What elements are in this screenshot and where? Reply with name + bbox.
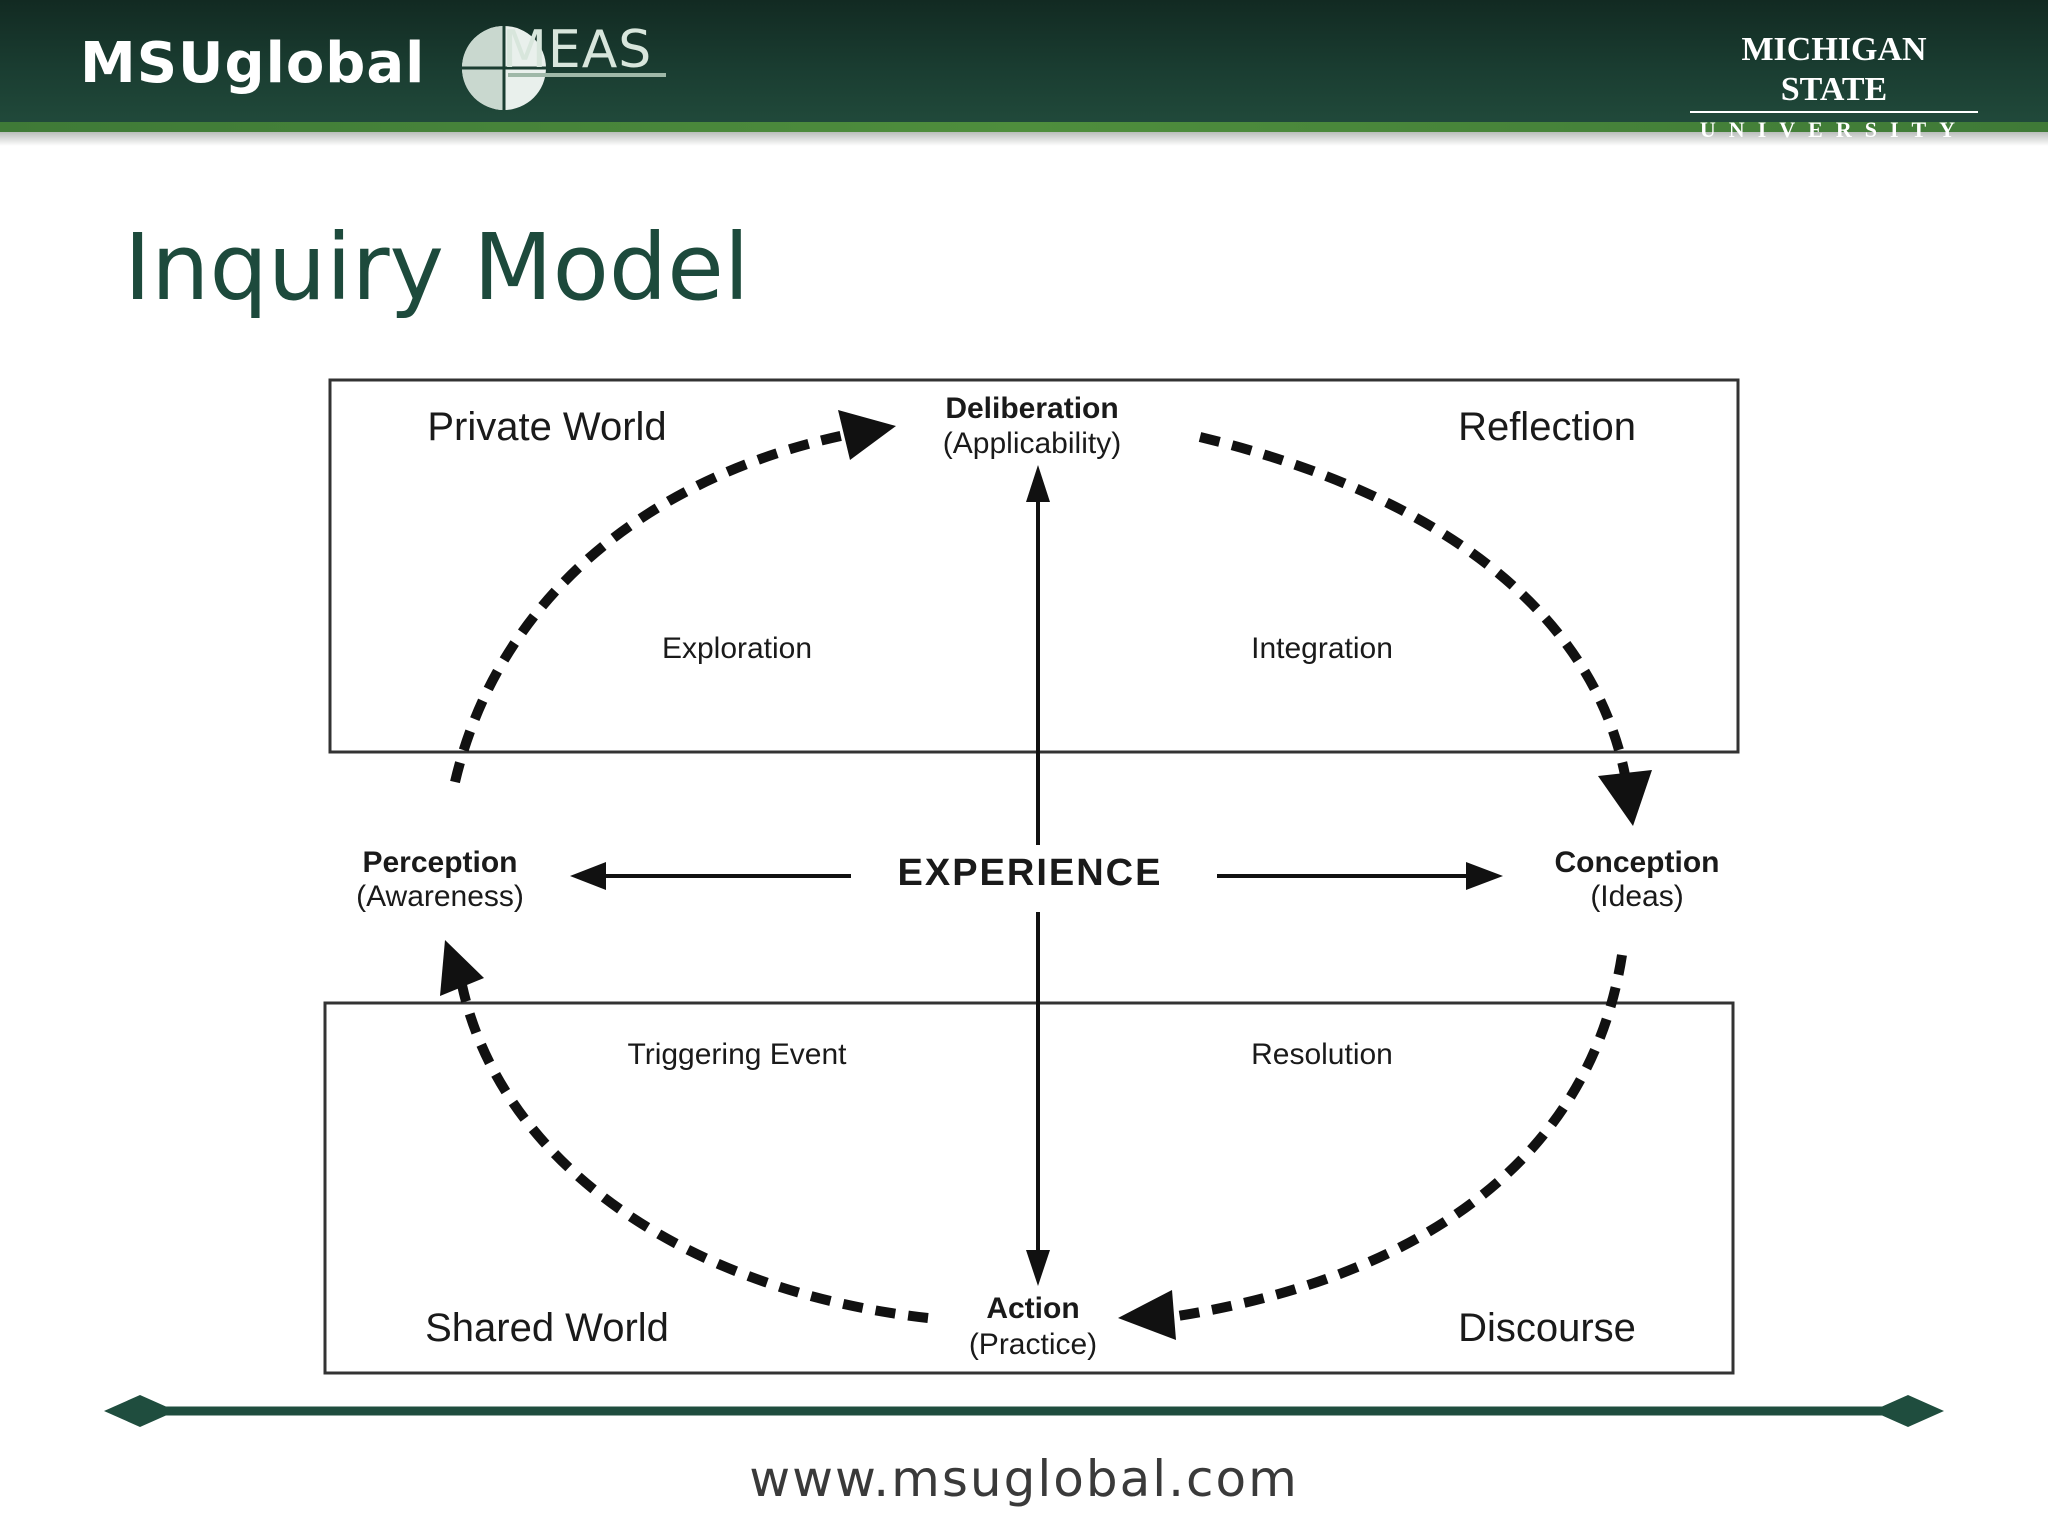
label-exploration: Exploration: [662, 632, 812, 665]
label-reflection: Reflection: [1458, 405, 1636, 449]
label-shared-world: Shared World: [425, 1306, 669, 1350]
footer-rule-left-arrow: [104, 1395, 176, 1427]
horizontal-axis-right-arrow: [1466, 862, 1503, 890]
slide-title: Inquiry Model: [124, 214, 750, 321]
footer-url[interactable]: www.msuglobal.com: [749, 1450, 1299, 1508]
node-perception-title: Perception: [362, 846, 517, 879]
node-action-subtitle: (Practice): [969, 1328, 1097, 1361]
arrowhead-to-perception: [440, 940, 484, 996]
cycle-arc-right-bottom: [1164, 954, 1627, 1323]
msu-wordmark[interactable]: MICHIGAN STATE UNIVERSITY: [1684, 30, 1984, 143]
msu-wordmark-bottom: UNIVERSITY: [1699, 117, 1969, 142]
label-resolution: Resolution: [1251, 1038, 1393, 1071]
vertical-axis-down-arrow: [1026, 1250, 1050, 1286]
brand-logo-text[interactable]: MSUglobal: [80, 31, 426, 96]
msu-wordmark-top: MICHIGAN STATE: [1741, 31, 1927, 108]
node-conception-title: Conception: [1555, 846, 1720, 879]
center-experience: EXPERIENCE: [898, 852, 1163, 894]
arrowhead-to-deliberation: [838, 410, 896, 460]
meas-logo-tagline-bar: [508, 73, 666, 77]
node-perception-subtitle: (Awareness): [356, 880, 524, 913]
node-deliberation-subtitle: (Applicability): [943, 427, 1121, 460]
cycle-arc-left-bottom: [457, 983, 929, 1323]
meas-logo[interactable]: [460, 18, 680, 114]
top-box: [328, 378, 1740, 754]
horizontal-axis-left-arrow: [570, 862, 606, 890]
label-triggering-event: Triggering Event: [628, 1038, 848, 1071]
bottom-box: [323, 1001, 1735, 1375]
node-deliberation-title: Deliberation: [945, 392, 1118, 425]
cycle-arc-right-top: [1198, 432, 1630, 776]
header-shadow: [0, 132, 2048, 146]
meas-logo-text: MEAS: [502, 20, 653, 80]
label-private-world: Private World: [427, 405, 666, 449]
arrowhead-to-conception: [1598, 770, 1652, 826]
label-discourse: Discourse: [1458, 1306, 1636, 1350]
msu-wordmark-rule: [1690, 111, 1978, 113]
header-banner: [0, 0, 2048, 126]
header-stripe: [0, 122, 2048, 132]
footer-rule-right-arrow: [1872, 1395, 1944, 1427]
arrowhead-to-action: [1118, 1290, 1176, 1340]
label-integration: Integration: [1251, 632, 1393, 665]
vertical-axis-up-arrow: [1026, 465, 1050, 502]
cycle-arc-left-top: [450, 427, 861, 784]
node-conception-subtitle: (Ideas): [1590, 880, 1683, 913]
node-action-title: Action: [986, 1292, 1079, 1325]
